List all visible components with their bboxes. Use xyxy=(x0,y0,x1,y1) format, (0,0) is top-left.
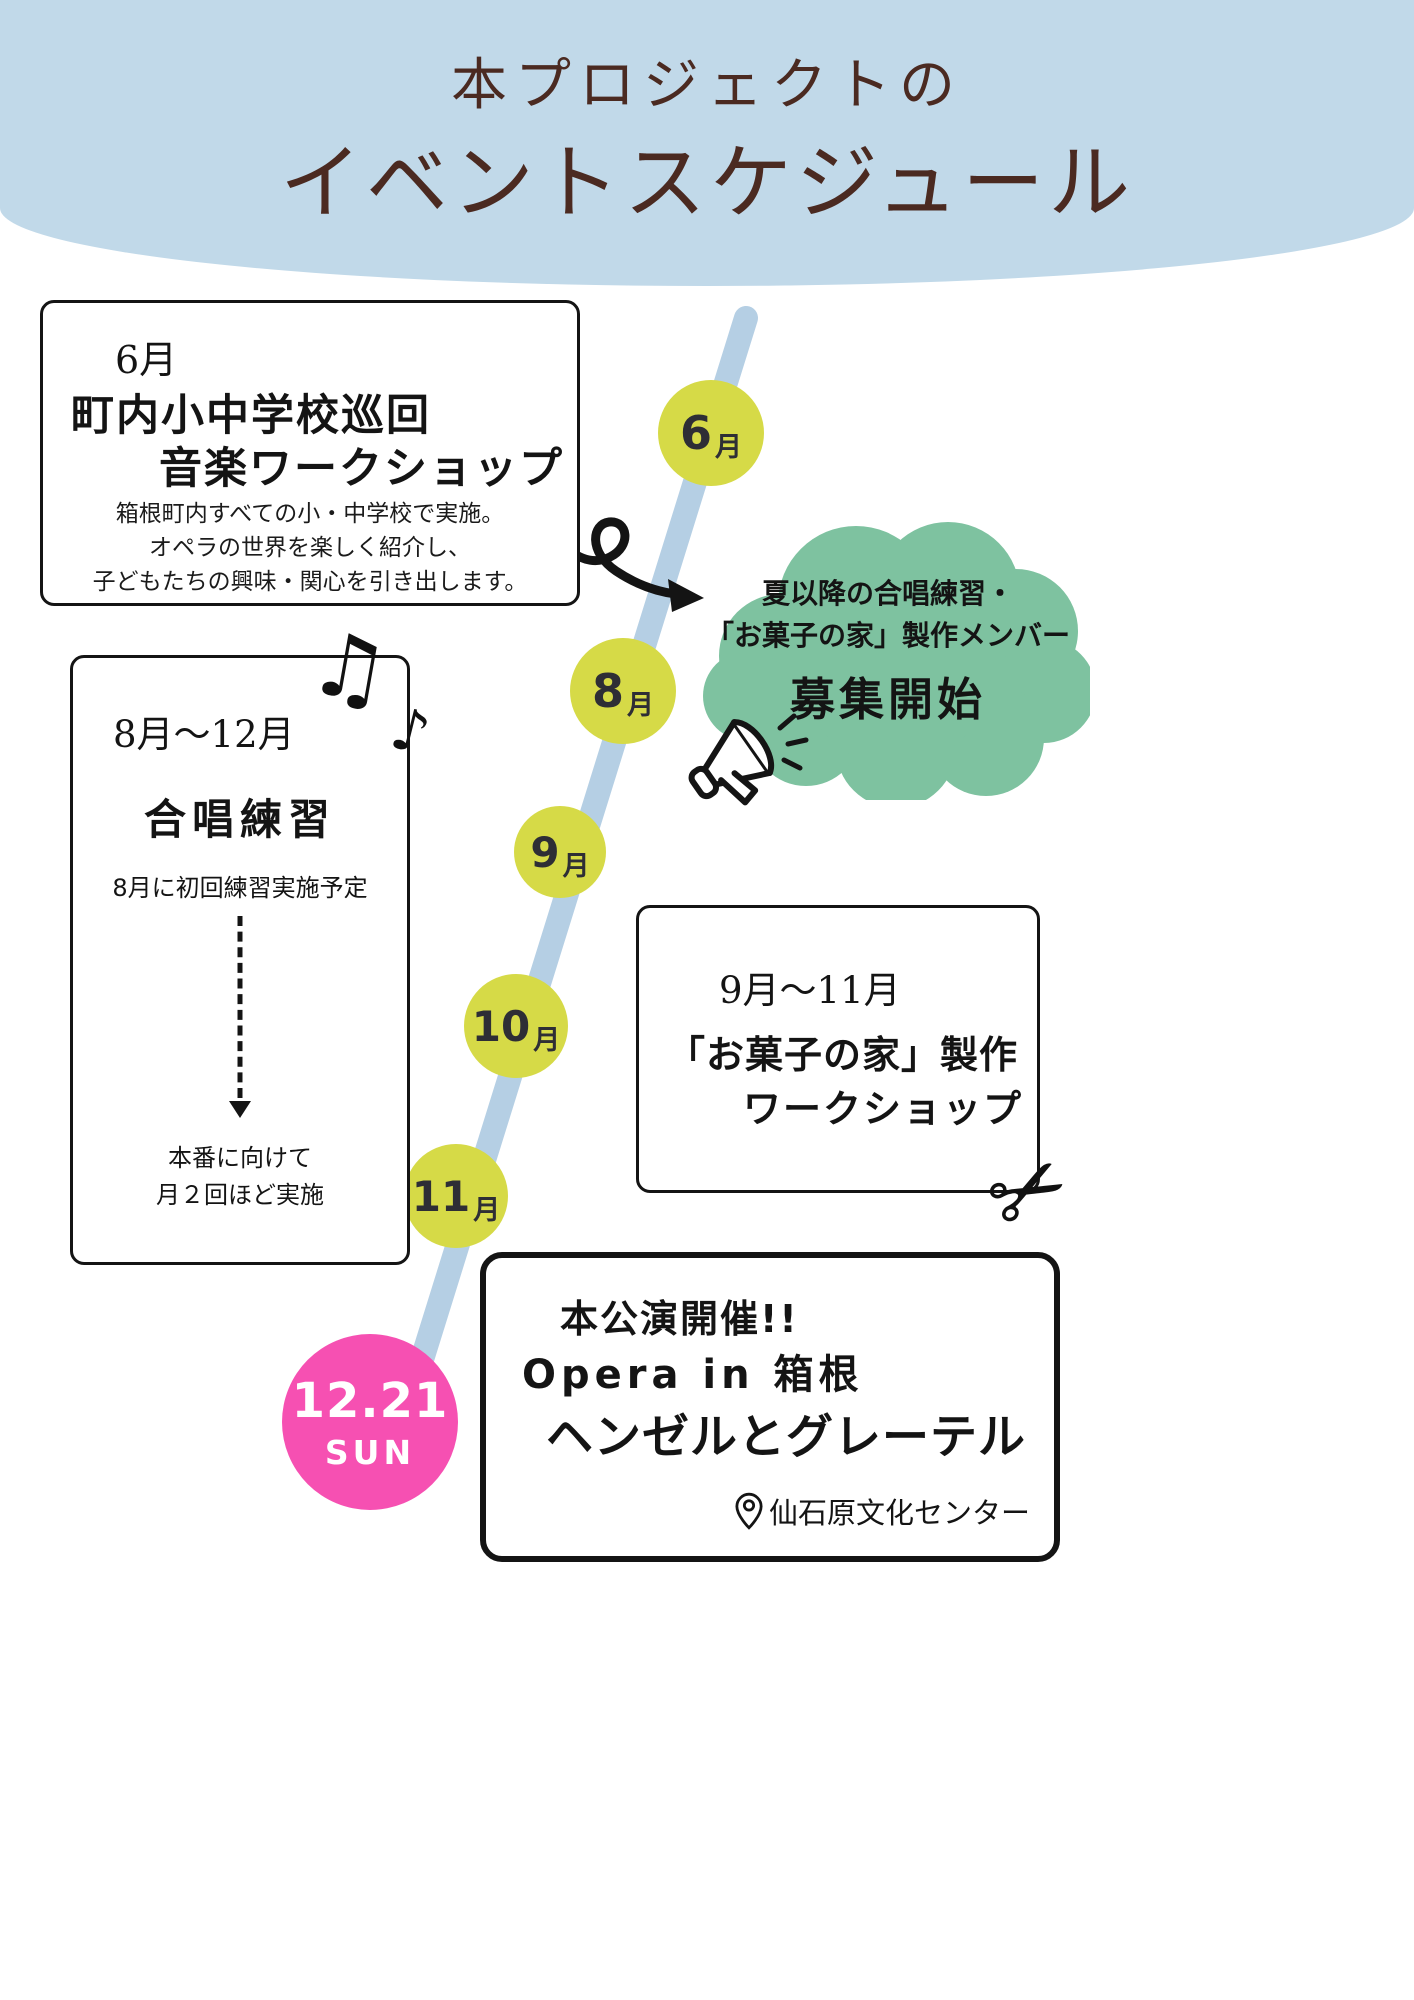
event-note-bottom: 本番に向けて 月２回ほど実施 xyxy=(73,1140,407,1214)
recruit-line2: 「お菓子の家」製作メンバー xyxy=(705,618,1070,652)
month-unit: 月 xyxy=(715,431,742,463)
cloud-shape xyxy=(703,522,1090,800)
event-note-bottom-line1: 本番に向けて xyxy=(168,1144,312,1172)
poster-subtitle: 本プロジェクトの xyxy=(451,53,963,118)
event-note-bottom-line2: 月２回ほど実施 xyxy=(156,1181,324,1210)
event-description-line2: オペラの世界を楽しく紹介し、 xyxy=(149,535,471,562)
timeline-month-circle-november: 11 月 xyxy=(404,1144,508,1248)
timeline-month-circle-august: 8 月 xyxy=(570,638,676,744)
event-description: 箱根町内すべての小・中学校で実施。 オペラの世界を楽しく紹介し、 子どもたちの興… xyxy=(43,497,577,599)
recruit-text: 夏以降の合唱練習・ 「お菓子の家」製作メンバー 募集開始 xyxy=(686,496,1090,800)
finale-title-line2: ヘンゼルとグレーテル xyxy=(546,1410,1026,1465)
recruit-line1: 夏以降の合唱練習・ xyxy=(761,576,1014,610)
month-number: 11 xyxy=(411,1171,471,1221)
event-period: 9月〜11月 xyxy=(719,969,901,1012)
event-period: 8月〜12月 xyxy=(113,713,295,756)
event-note-top: 8月に初回練習実施予定 xyxy=(112,874,368,902)
month-number: 9 xyxy=(530,827,560,877)
scissors-icon: ✂ xyxy=(969,1126,1088,1257)
timeline-month-circle-june: 6 月 xyxy=(658,380,764,486)
event-card-candy-house: 9月〜11月 「お菓子の家」製作 ワークショップ ✂ xyxy=(636,905,1087,1257)
location-pin-icon xyxy=(735,1492,763,1530)
timeline-month-circle-september: 9 月 xyxy=(514,806,606,898)
finale-headline: 本公演開催!! xyxy=(560,1297,799,1341)
header-banner: 本プロジェクトの イベントスケジュール xyxy=(0,0,1414,286)
down-arrowhead-icon xyxy=(229,1101,251,1118)
event-description-line1: 箱根町内すべての小・中学校で実施。 xyxy=(115,501,505,527)
event-title-line2: 音楽ワークショップ xyxy=(159,444,564,494)
beamed-music-note-icon: ♫ xyxy=(301,609,398,726)
month-unit: 月 xyxy=(627,689,654,721)
month-number: 10 xyxy=(471,1001,531,1051)
month-number: 8 xyxy=(591,664,624,718)
event-title-line1: 町内小中学校巡回 xyxy=(71,391,431,441)
timeline-month-circle-october: 10 月 xyxy=(464,974,568,1078)
venue-name: 仙石原文化センター xyxy=(768,1496,1030,1530)
event-title-line1: 「お菓子の家」製作 xyxy=(667,1033,1019,1077)
event-card-june-workshop: 6月 町内小中学校巡回 音楽ワークショップ 箱根町内すべての小・中学校で実施。 … xyxy=(40,300,580,606)
month-unit: 月 xyxy=(562,850,590,882)
recruit-line3: 募集開始 xyxy=(789,672,986,726)
recruit-announcement-cloud: 夏以降の合唱練習・ 「お菓子の家」製作メンバー 募集開始 xyxy=(686,496,1090,800)
event-card-finale-performance: 本公演開催!! Opera in 箱根 ヘンゼルとグレーテル 仙石原文化センター xyxy=(480,1252,1060,1562)
month-number: 6 xyxy=(679,406,712,460)
finale-day: SUN xyxy=(324,1432,416,1472)
event-title: 合唱練習 xyxy=(143,795,336,844)
month-unit: 月 xyxy=(533,1024,561,1056)
dotted-arrow-line xyxy=(237,916,243,1098)
venue-row: 仙石原文化センター xyxy=(735,1490,1030,1532)
event-title-line2: ワークショップ xyxy=(743,1087,1024,1131)
event-period: 6月 xyxy=(115,338,178,382)
event-card-chorus-practice: 8月〜12月 ♫ ♪ 合唱練習 8月に初回練習実施予定 本番に向けて 月２回ほど… xyxy=(70,610,437,1265)
event-description-line3: 子どもたちの興味・関心を引き出します。 xyxy=(92,569,528,596)
poster-title: イベントスケジュール xyxy=(279,136,1135,231)
month-unit: 月 xyxy=(473,1194,501,1226)
finale-date-circle: 12.21 SUN xyxy=(282,1334,458,1510)
finale-title-line1: Opera in 箱根 xyxy=(522,1352,864,1398)
megaphone-icon xyxy=(688,713,809,806)
music-note-icon: ♪ xyxy=(384,693,437,769)
finale-date: 12.21 xyxy=(291,1372,449,1429)
